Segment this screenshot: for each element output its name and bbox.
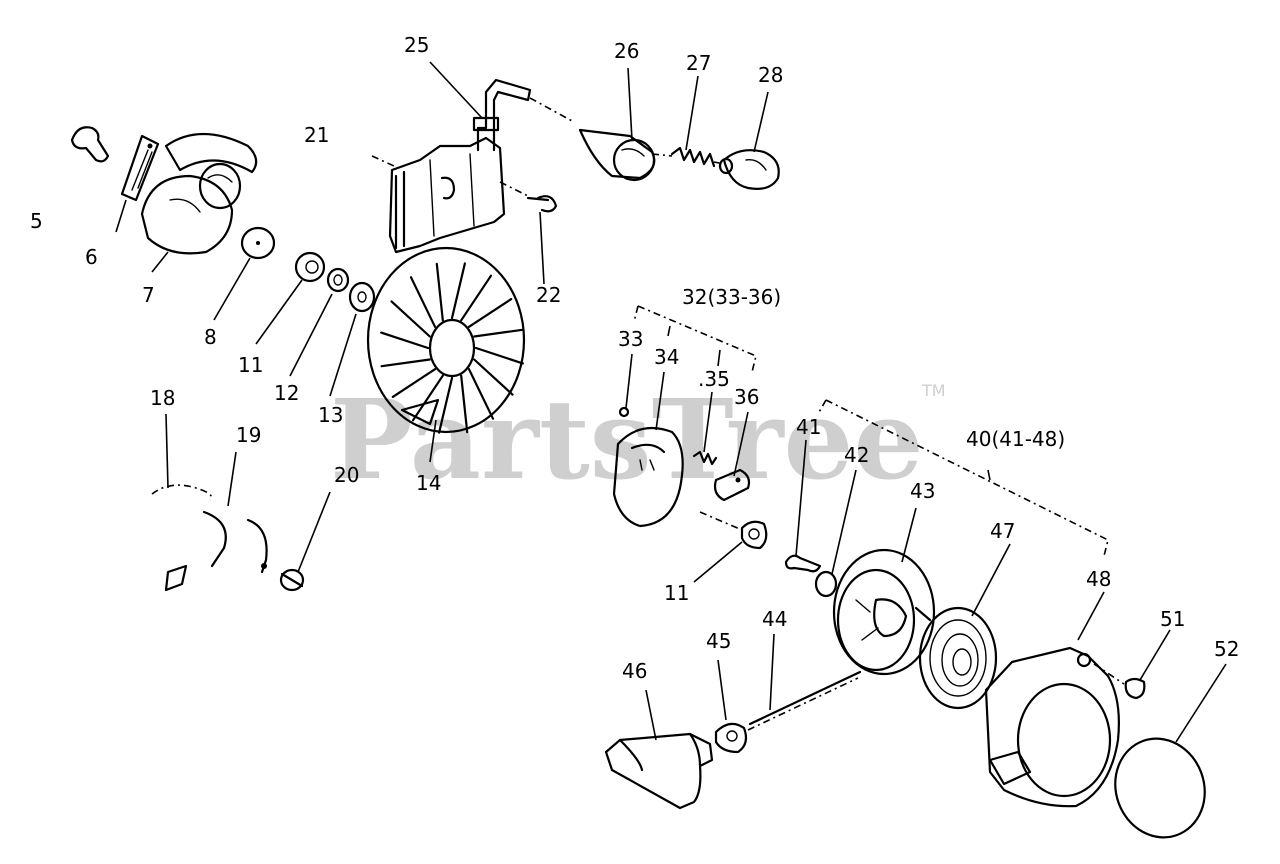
leader-lines	[115, 61, 1227, 743]
label-20: 20	[334, 463, 359, 487]
part-35-spring	[692, 450, 718, 466]
label-6: 6	[85, 245, 98, 269]
label-11-lower: 11	[664, 581, 689, 605]
label-36: 36	[734, 385, 759, 409]
part-48-housing	[984, 646, 1120, 808]
part-7-housing	[140, 132, 258, 255]
part-11-bushing-lower	[740, 520, 768, 550]
part-26-filter	[578, 128, 656, 182]
label-7: 7	[142, 283, 155, 307]
fan-blade	[467, 368, 495, 420]
part-27-spring	[670, 146, 716, 168]
fan-blade	[391, 368, 437, 398]
fan-blade	[474, 346, 524, 365]
fan-blade	[411, 374, 444, 422]
label-13: 13	[318, 403, 343, 427]
part-12-ring	[326, 267, 350, 293]
label-26: 26	[614, 39, 639, 63]
fan-blade	[460, 374, 469, 434]
label-45: 45	[706, 629, 731, 653]
label-40: 40(41-48)	[966, 427, 1065, 451]
label-12: 12	[274, 381, 299, 405]
part-41-screw	[784, 554, 822, 573]
part-52-ring	[1114, 737, 1206, 839]
fan-blade	[435, 262, 444, 322]
label-8: 8	[204, 325, 217, 349]
label-21: 21	[304, 123, 329, 147]
part-8-washer	[240, 226, 276, 260]
bracket-40	[817, 399, 1109, 557]
label-47: 47	[990, 519, 1015, 543]
fan-blade	[438, 376, 454, 434]
fan-blade	[380, 331, 430, 350]
label-28: 28	[758, 63, 783, 87]
label-52: 52	[1214, 637, 1239, 661]
part-43-pulley	[832, 548, 936, 676]
part-5-knob	[70, 126, 110, 163]
part-19-wire	[202, 510, 268, 574]
label-51: 51	[1160, 607, 1185, 631]
fan-blade	[450, 262, 466, 320]
part-18-clip	[151, 484, 213, 592]
fan-blade	[380, 358, 431, 368]
fan-blade	[460, 274, 493, 322]
label-33: 33	[618, 327, 643, 351]
fan-blade	[473, 328, 524, 338]
bracket-32	[633, 305, 757, 373]
part-25-tube	[472, 78, 532, 152]
fan-blade	[473, 358, 514, 396]
label-11-upper: 11	[238, 353, 263, 377]
watermark-trademark: TM	[921, 381, 946, 400]
part-6-strip	[120, 134, 160, 202]
label-43: 43	[910, 479, 935, 503]
label-41: 41	[796, 415, 821, 439]
label-18: 18	[150, 386, 175, 410]
label-14: 14	[416, 471, 441, 495]
label-35: .35	[698, 367, 730, 391]
label-22: 22	[536, 283, 561, 307]
part-33-ball	[618, 406, 630, 418]
label-34: 34	[654, 345, 679, 369]
label-46: 46	[622, 659, 647, 683]
part-51-screw	[1093, 663, 1146, 700]
fan-blade	[467, 298, 513, 328]
part-20-screw	[279, 568, 305, 592]
part-47-spring	[914, 606, 998, 710]
part-28-primer	[718, 149, 780, 190]
part-14-flywheel	[366, 246, 526, 434]
fan-blade	[390, 300, 431, 338]
part-labels: 5 6 7 8 11 12 13 14 18 19 20 21 22 25 26…	[30, 33, 1239, 683]
part-42-washer	[814, 570, 838, 598]
fan-blade	[409, 276, 437, 328]
label-27: 27	[686, 51, 711, 75]
label-32: 32(33-36)	[682, 285, 781, 309]
part-11-bushing-upper	[294, 251, 326, 283]
label-48: 48	[1086, 567, 1111, 591]
part-46-handle	[604, 732, 714, 810]
label-5: 5	[30, 209, 43, 233]
part-44-rope	[747, 670, 862, 731]
part-21-body	[388, 136, 506, 254]
label-42: 42	[844, 443, 869, 467]
label-25: 25	[404, 33, 429, 57]
part-36-pawl	[713, 468, 751, 502]
part-45-grommet	[714, 722, 748, 754]
label-19: 19	[236, 423, 261, 447]
label-44: 44	[762, 607, 787, 631]
part-13-washer	[348, 281, 376, 313]
part-22-screw	[526, 195, 558, 213]
centerlines	[371, 97, 743, 531]
